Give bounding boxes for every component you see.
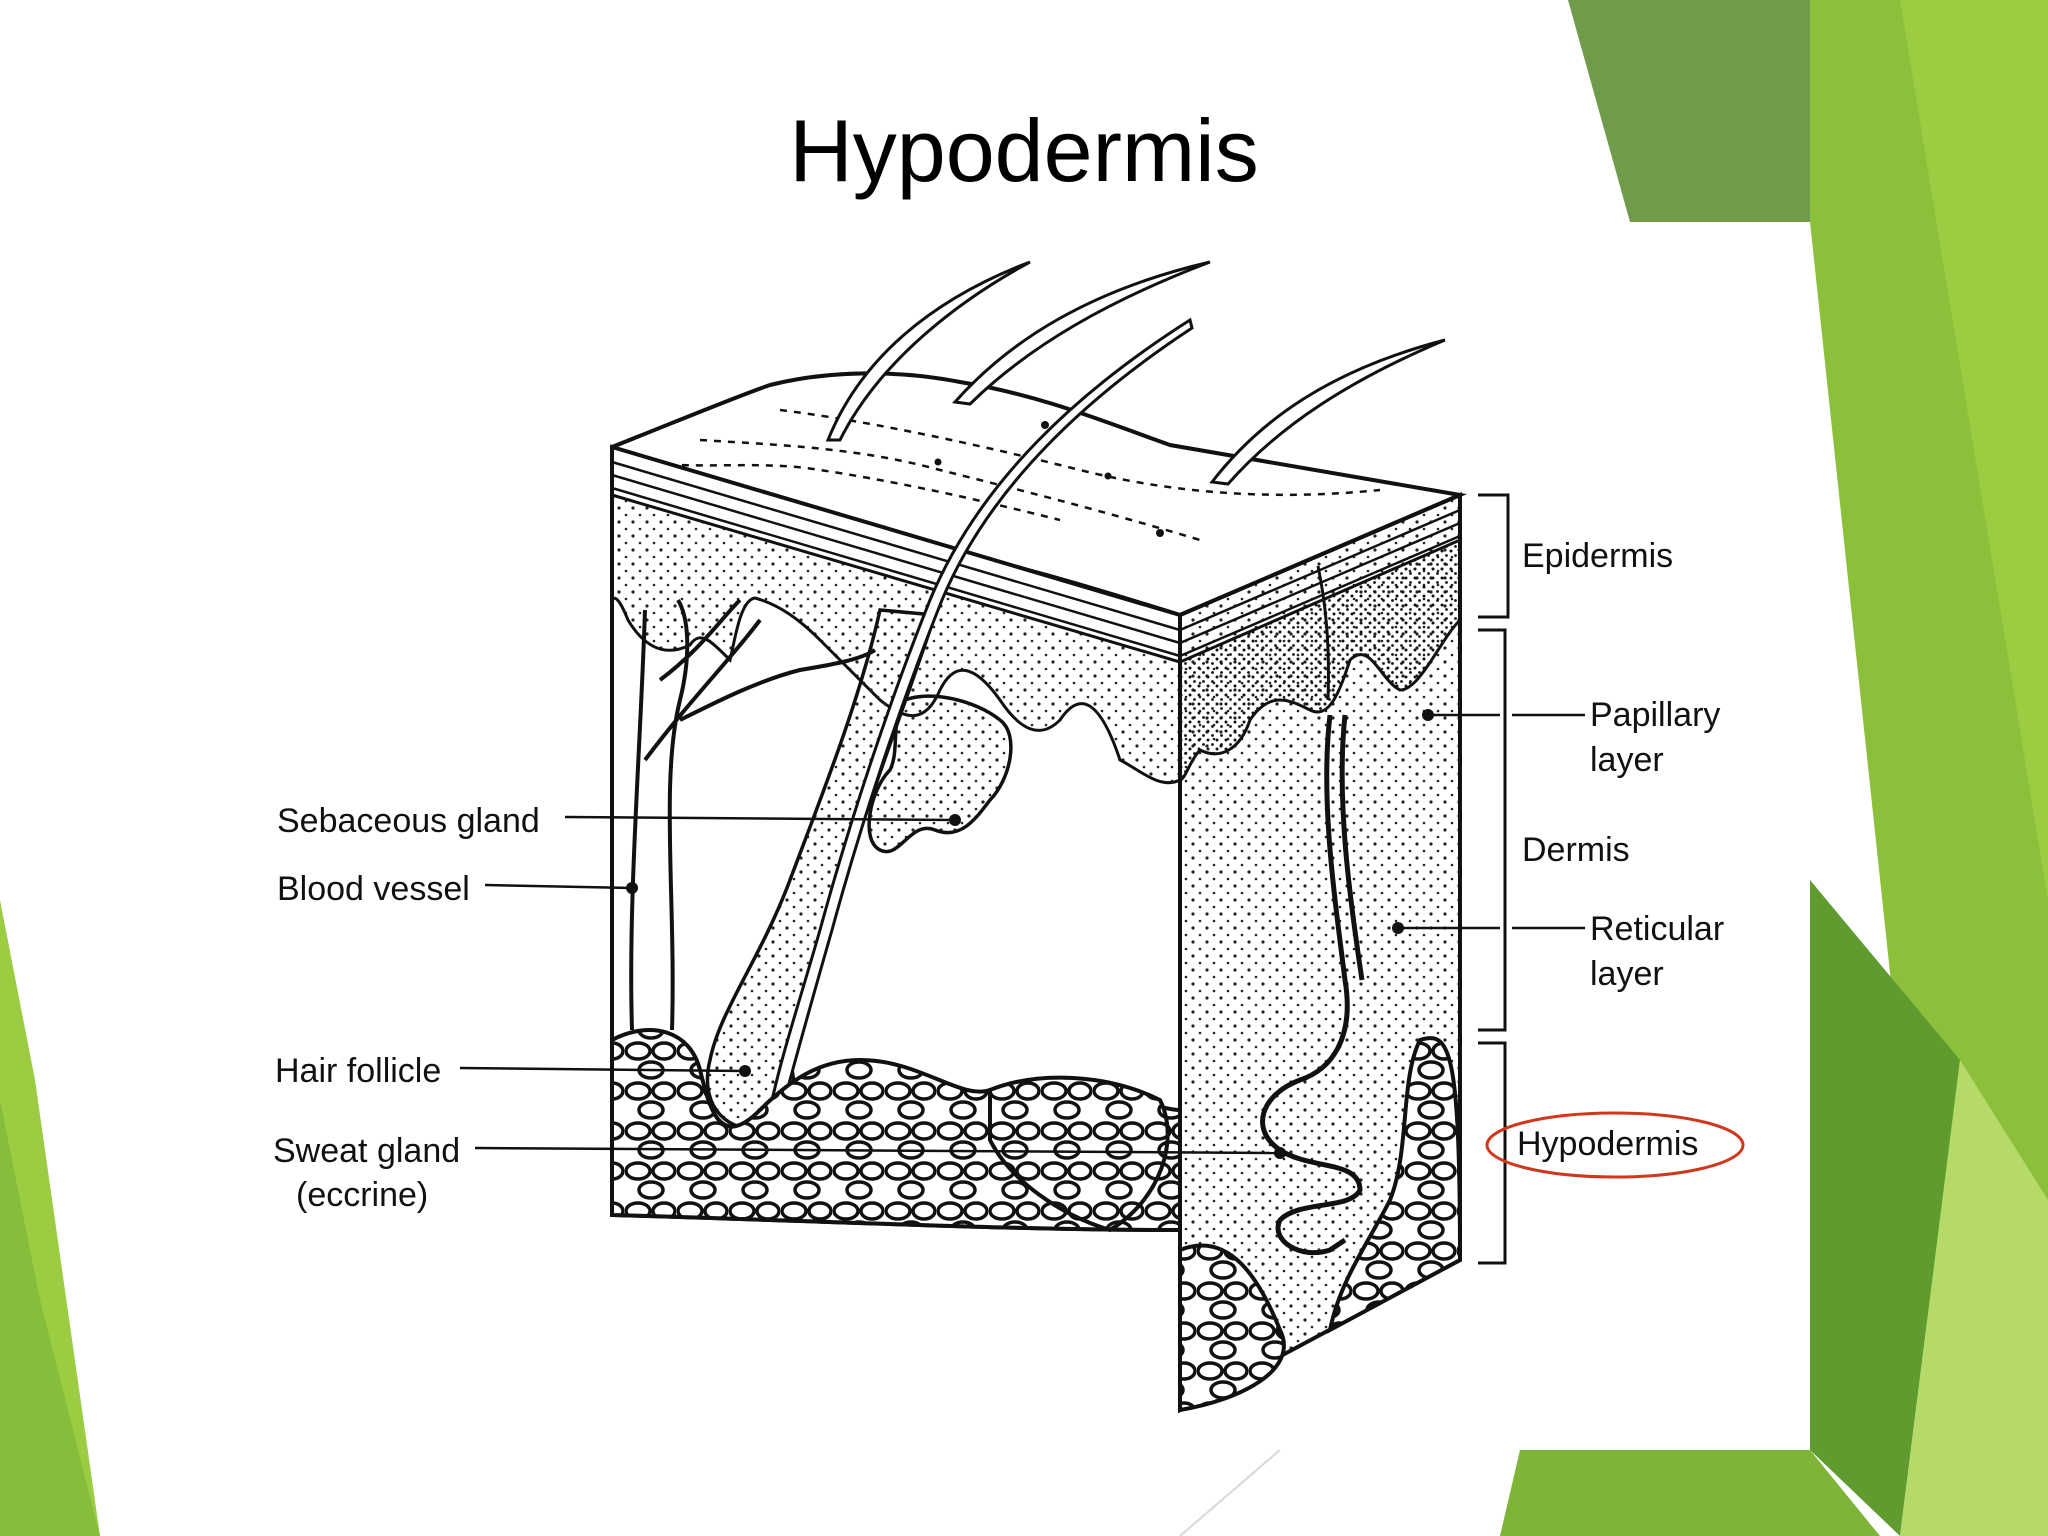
label-papillary-layer: layer [1590, 741, 1664, 779]
label-sebaceous-gland: Sebaceous gland [277, 802, 540, 840]
label-hypodermis: Hypodermis [1517, 1125, 1699, 1163]
green-shard-right-c [1810, 880, 1960, 1536]
right-brackets [1392, 493, 1585, 1265]
green-shard-left-b [0, 1100, 100, 1536]
faint-line [1179, 1449, 1281, 1536]
label-dermis: Dermis [1522, 831, 1630, 869]
green-shard-bottom [1500, 1450, 1880, 1536]
left-leader-lines [459, 814, 1286, 1159]
hypodermis-highlight-ring [1485, 1111, 1745, 1179]
label-epidermis: Epidermis [1522, 537, 1674, 575]
label-hair-follicle: Hair follicle [275, 1052, 442, 1090]
label-reticular-layer: layer [1590, 955, 1664, 993]
label-papillary: Papillary [1590, 696, 1721, 734]
front-face [610, 317, 1194, 1233]
hair-strands [825, 260, 1446, 701]
label-sweat-gland: Sweat gland [273, 1132, 461, 1170]
label-blood-vessel: Blood vessel [277, 870, 470, 908]
green-shard-right-d [1900, 1060, 2048, 1536]
green-shard-right-b [1900, 0, 2048, 900]
green-shard-top [1568, 0, 1810, 222]
label-sweat-gland-type: (eccrine) [296, 1176, 429, 1214]
side-face [1178, 491, 1463, 1414]
label-reticular: Reticular [1590, 910, 1725, 948]
slide-title: Hypodermis [789, 101, 1259, 200]
